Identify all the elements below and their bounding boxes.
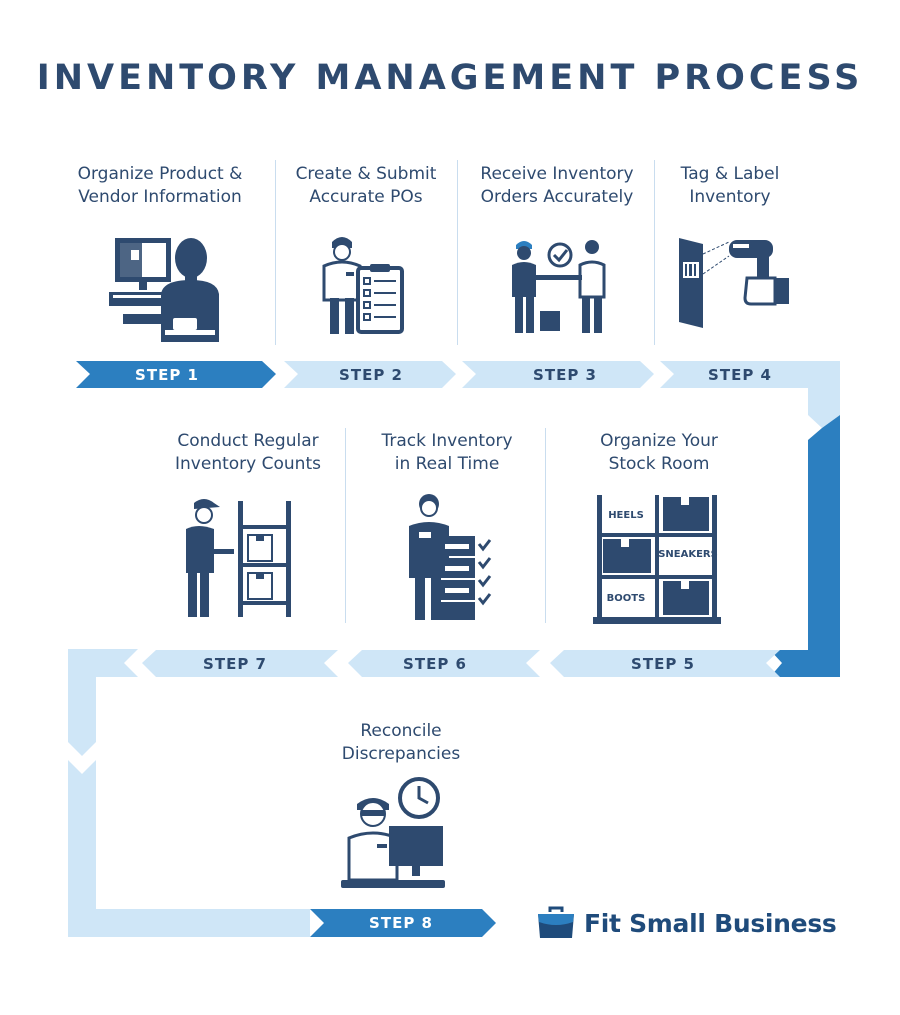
shelf-label-sneakers: SNEAKERS xyxy=(658,549,718,560)
connector-right-bottom xyxy=(770,415,840,677)
step-4-title: Tag & Label Inventory xyxy=(680,164,780,207)
step-8-label: STEP 8 xyxy=(369,914,433,932)
step-2-title: Create & Submit Accurate POs xyxy=(295,164,437,207)
step-4-label: STEP 4 xyxy=(708,366,772,384)
barcode-scanner-icon xyxy=(679,238,789,328)
step-6-label: STEP 6 xyxy=(403,655,467,673)
stock-shelves-icon xyxy=(593,495,721,624)
connector-right-top xyxy=(808,361,840,428)
step-6-title: Track Inventory in Real Time xyxy=(381,431,513,474)
connector-left-top xyxy=(68,649,138,756)
step-7-label: STEP 7 xyxy=(203,655,267,673)
brand-name: Fit Small Business xyxy=(584,908,837,938)
shelf-label-heels: HEELS xyxy=(608,510,644,521)
divider xyxy=(275,160,276,345)
step-1-arrow xyxy=(76,361,276,388)
step-1-title: Organize Product & Vendor Information xyxy=(77,164,243,207)
divider xyxy=(345,428,346,623)
shelf-counting-icon xyxy=(186,499,291,617)
brand-logo: Fit Small Business xyxy=(536,903,837,943)
boxes-checklist-icon xyxy=(409,494,492,620)
step-5-arrow xyxy=(550,650,780,677)
step-2-label: STEP 2 xyxy=(339,366,403,384)
shelf-label-boots: BOOTS xyxy=(606,593,646,604)
step-1-label: STEP 1 xyxy=(135,366,199,384)
divider xyxy=(545,428,546,623)
step-8-arrow xyxy=(310,909,496,937)
divider xyxy=(654,160,655,345)
step-5-title: Organize Your Stock Room xyxy=(600,431,718,474)
clock-monitor-worker-icon xyxy=(341,777,445,888)
step-3-title: Receive Inventory Orders Accurately xyxy=(480,164,634,207)
step-7-title: Conduct Regular Inventory Counts xyxy=(175,431,321,474)
connector-left-bottom xyxy=(68,760,310,937)
briefcase-icon xyxy=(538,906,574,938)
step-3-label: STEP 3 xyxy=(533,366,597,384)
clipboard-worker-icon xyxy=(322,237,404,334)
step-5-label: STEP 5 xyxy=(631,655,695,673)
step-4-arrow xyxy=(660,361,822,388)
handshake-delivery-icon xyxy=(512,240,606,333)
step-6-arrow xyxy=(348,650,540,677)
page-title: INVENTORY MANAGEMENT PROCESS xyxy=(36,58,864,98)
step-8-title: Reconcile Discrepancies xyxy=(341,721,461,764)
computer-worker-icon xyxy=(109,238,219,342)
step-7-arrow xyxy=(142,650,338,677)
step-3-arrow xyxy=(462,361,654,388)
divider xyxy=(457,160,458,345)
step-2-arrow xyxy=(284,361,456,388)
